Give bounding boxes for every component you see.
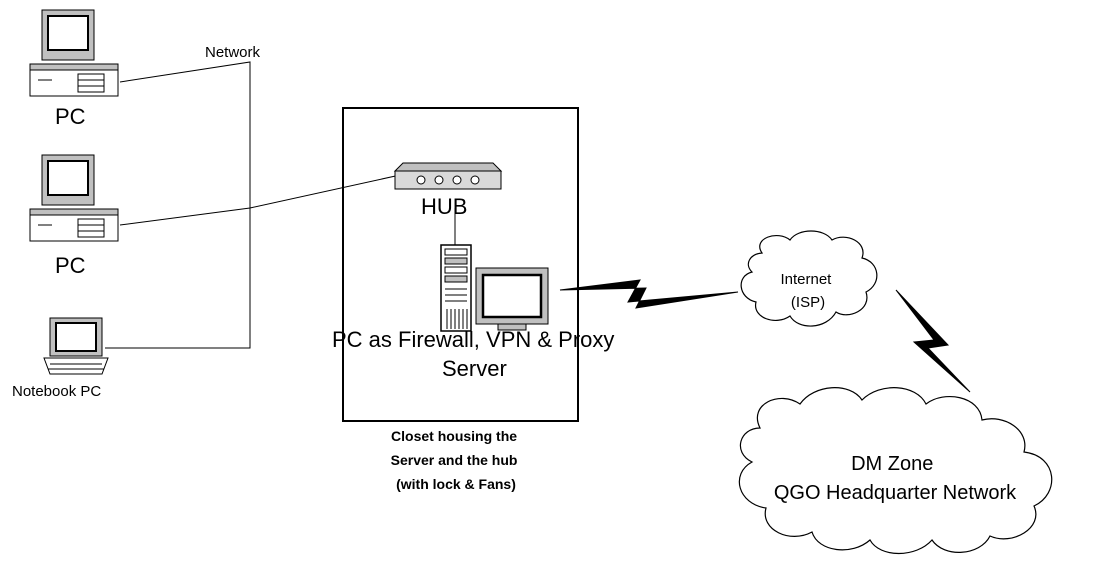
lightning-link-icon (559, 279, 739, 309)
pc-top-label: PC (55, 104, 86, 129)
monitor-icon (475, 267, 549, 331)
pc-to-hub-line (119, 174, 401, 226)
closet-label-line: Closet housing the (391, 428, 517, 444)
dmzone-label-line: DM Zone (851, 453, 933, 475)
internet-label-line: (ISP) (791, 294, 825, 311)
notebook-pc-icon (43, 317, 109, 375)
server-label-line1: PC as Firewall, VPN & Proxy (332, 327, 614, 352)
cloud-icon (740, 230, 878, 327)
closet-label-line: (with lock & Fans) (396, 476, 516, 492)
server-label-line2: Server (442, 356, 507, 381)
server-tower-icon (440, 244, 472, 332)
network-wiring (105, 61, 456, 349)
dmzone-label: DM Zone QGO Headquarter Network (774, 453, 1017, 504)
network-bus-line (105, 61, 251, 349)
notebook-label: Notebook PC (12, 383, 101, 400)
hub-icon (393, 162, 503, 190)
dmzone-label-line: QGO Headquarter Network (774, 482, 1017, 504)
network-label: Network (205, 44, 261, 61)
desktop-pc-icon (29, 154, 119, 242)
cloud-icon (738, 387, 1053, 554)
desktop-pc-icon (29, 9, 119, 97)
internet-label: Internet (ISP) (780, 271, 835, 311)
closet-label-line: Server and the hub (391, 452, 518, 468)
closet-box (342, 107, 579, 422)
closet-label: Closet housing the Server and the hub (w… (391, 428, 522, 492)
pc-mid-label: PC (55, 253, 86, 278)
internet-label-line: Internet (780, 271, 832, 288)
hub-label: HUB (421, 194, 467, 219)
lightning-link-icon (895, 289, 971, 393)
